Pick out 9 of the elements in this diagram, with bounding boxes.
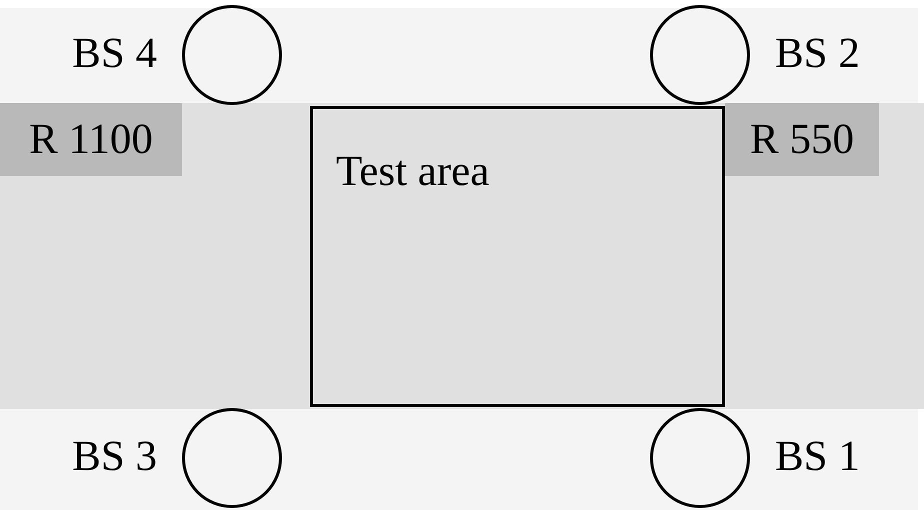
band-background (0, 103, 924, 409)
area-title: Test area (336, 150, 490, 193)
circle-caption: BS 2 (775, 32, 860, 75)
tag-box: R 550 (725, 103, 879, 176)
area-box (310, 106, 725, 407)
circle-caption: BS 4 (72, 32, 157, 75)
circle-caption: BS 3 (72, 435, 157, 478)
tag-box: R 1100 (0, 103, 182, 176)
circle-caption: BS 1 (775, 435, 860, 478)
